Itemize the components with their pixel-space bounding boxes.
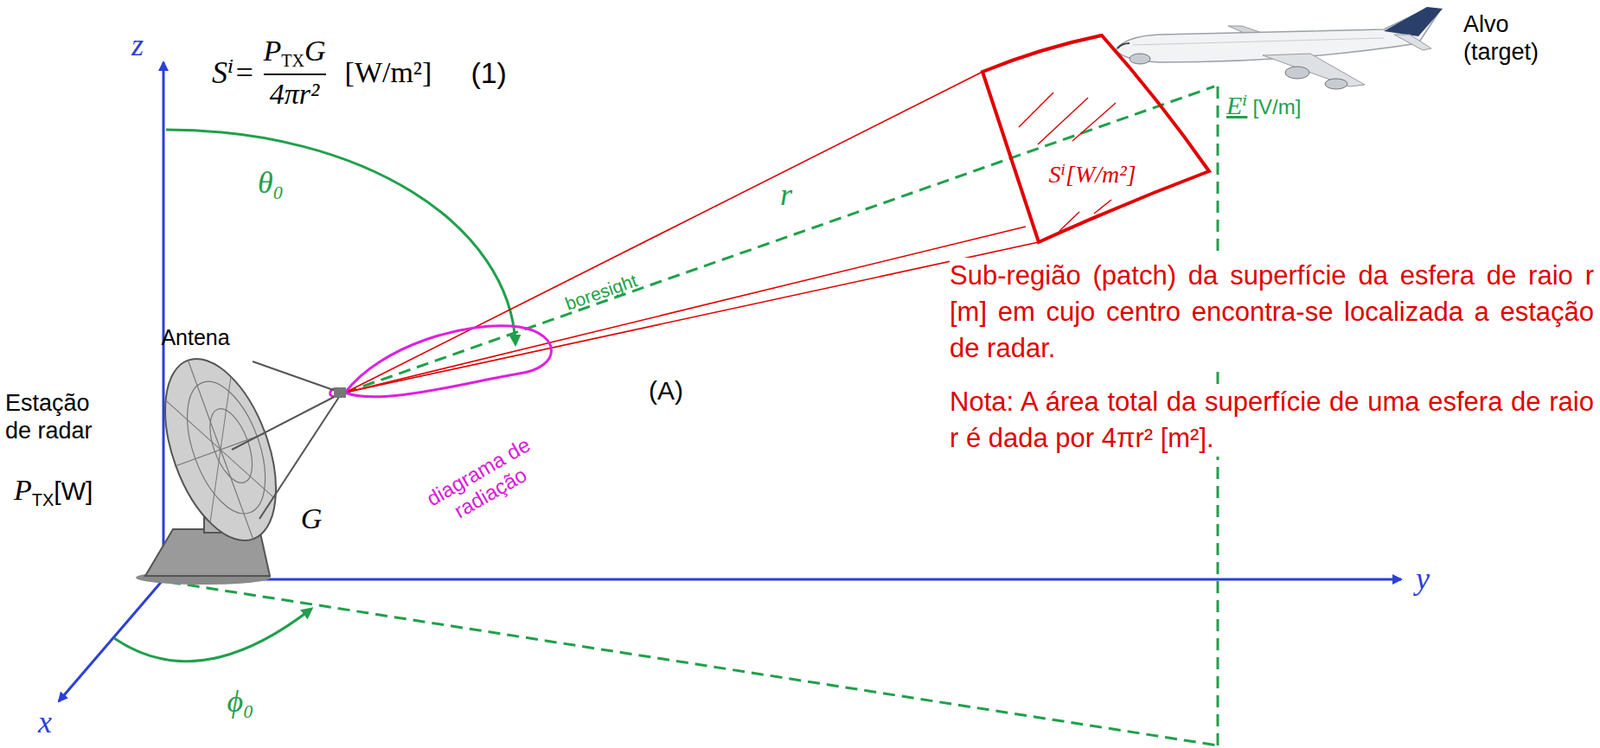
angle-label: ϕ₀ [226, 684, 254, 720]
area-note: Nota: A área total da superfície de uma … [949, 384, 1594, 457]
range-label: r [780, 177, 793, 213]
sphere-patch: Sⁱ[W/m²] [977, 30, 1216, 247]
formula-symbol: G [304, 34, 327, 67]
field-label: Eⁱ[V/m] [1226, 89, 1301, 121]
axis-label: z [131, 27, 144, 64]
gain-label: G [300, 501, 323, 536]
power-density-formula: Sⁱ=PTXG 4πr² [W/m²] (1) [211, 34, 507, 111]
formula-unit: [W/m²] [345, 56, 433, 90]
axis-label: y [1415, 561, 1430, 597]
patch-hatch [1037, 97, 1088, 145]
axis-label: x [38, 704, 52, 741]
station-label: Estação de radar [5, 389, 111, 446]
aircraft [1115, 6, 1443, 90]
patch-hatch [1094, 199, 1112, 214]
formula-numerator: PTXG [263, 34, 327, 71]
patch-outline [977, 30, 1216, 247]
patch-hatch [1059, 211, 1080, 231]
formula-lhs: Sⁱ= [211, 54, 256, 91]
patch-hatch [1072, 102, 1116, 141]
power-label: PTX[W] [13, 473, 93, 511]
patch-note: Sub-região (patch) da superfície da esfe… [949, 257, 1594, 367]
power-subscript: TX [32, 490, 55, 510]
region-label: (A) [648, 376, 684, 407]
pattern-label: diagrama de radiação [412, 427, 557, 538]
field-unit: [V/m] [1252, 95, 1301, 119]
patch-hatch [1018, 92, 1054, 128]
fraction-bar [263, 73, 327, 76]
target-label: Alvo (target) [1463, 10, 1566, 67]
formula-fraction: PTXG 4πr² [263, 34, 327, 111]
antenna-label: Antena [160, 325, 230, 351]
beam-lines [345, 71, 1039, 393]
field-symbol: Eⁱ [1226, 90, 1248, 120]
angle-label: θ₀ [257, 165, 284, 201]
power-unit: [W] [53, 476, 93, 506]
patch-border [982, 35, 1210, 243]
formula-symbol: P [263, 34, 282, 67]
radiation-pattern [330, 326, 552, 397]
formula-subscript: TX [281, 51, 305, 71]
formula-symbol: 4πr² [269, 77, 320, 110]
patch-label: Sⁱ[W/m²] [1046, 160, 1138, 189]
power-symbol: P [13, 473, 32, 506]
radar-antenna [135, 344, 346, 585]
equation-number: (1) [470, 56, 507, 90]
formula-denominator: 4πr² [269, 77, 320, 111]
